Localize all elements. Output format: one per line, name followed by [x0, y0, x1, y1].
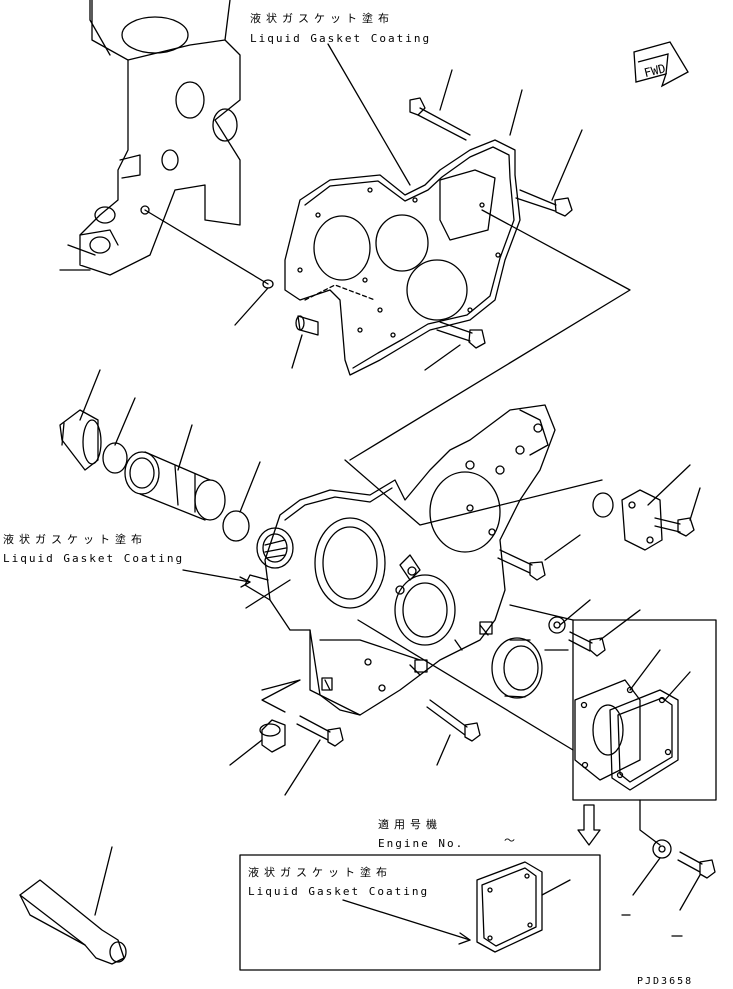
coating-label-box-en: Liquid Gasket Coating: [248, 885, 430, 898]
engine-no-box: [239, 854, 601, 971]
coating-label-top-en: Liquid Gasket Coating: [250, 32, 432, 45]
washer: [652, 839, 672, 859]
o-ring: [102, 442, 128, 474]
engine-no-label: Engine No.: [378, 837, 465, 850]
leader-lines-top: [144, 43, 631, 461]
cover-plate-small: [621, 489, 663, 551]
o-ring: [222, 510, 250, 542]
engine-no-range: ～: [504, 834, 517, 847]
coating-label-left-jp: 液状ガスケット塗布: [3, 533, 147, 546]
bolt: [426, 699, 481, 742]
bolt: [677, 851, 716, 879]
tick-marks: [621, 914, 683, 937]
coating-label-box-jp: 液状ガスケット塗布: [248, 866, 392, 879]
bolt: [515, 189, 573, 217]
bracket: [259, 719, 286, 753]
bolt: [409, 97, 471, 141]
fwd-label: FWD: [643, 61, 667, 80]
coating-label-top-jp: 液状ガスケット塗布: [250, 12, 394, 25]
bolt: [436, 321, 486, 349]
cover-detail-box: [572, 619, 717, 801]
coating-arrow-left: [239, 576, 251, 588]
drawing-code: PJD3658: [637, 976, 694, 987]
down-arrow: [577, 804, 601, 846]
forward-direction-icon: FWD: [633, 41, 689, 88]
gasket-tube: [19, 846, 127, 965]
oil-seal: [491, 637, 543, 699]
washer: [548, 616, 566, 634]
bolt: [568, 631, 606, 657]
gear-case-plate: [284, 139, 521, 376]
leader-lines-mid: [79, 369, 261, 513]
coating-label-left-en: Liquid Gasket Coating: [3, 552, 185, 565]
water-pipe: [124, 451, 226, 521]
pin: [295, 315, 319, 336]
engine-block: [59, 0, 241, 276]
bolt: [654, 517, 695, 537]
applicable-label-jp: 適用号機: [378, 818, 442, 831]
o-ring: [592, 492, 614, 518]
gear-case: [244, 404, 556, 716]
cap-plug: [59, 409, 102, 471]
leader-lines-lower: [182, 459, 701, 911]
bolt: [497, 549, 546, 581]
bolt: [296, 715, 344, 747]
